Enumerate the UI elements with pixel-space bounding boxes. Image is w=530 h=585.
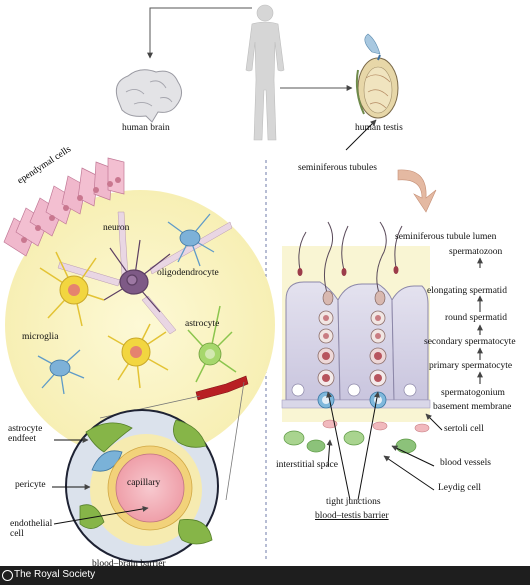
microglia-cell-1 xyxy=(39,251,105,327)
endothelial-cell-label: endothelial cell xyxy=(10,519,53,539)
astrocyte-green xyxy=(187,305,237,383)
tight-junctions-label: tight junctions xyxy=(326,497,381,507)
germ-cells-column-2 xyxy=(369,221,387,409)
astrocyte-blue-1 xyxy=(167,213,215,267)
germ-cells-column-1 xyxy=(317,221,335,409)
astrocyte-blue-2 xyxy=(37,349,85,395)
microglia-label: microglia xyxy=(22,332,59,342)
connector-arrows xyxy=(147,7,353,91)
secondary-spermatocyte-label: secondary spermatocyte xyxy=(424,337,516,347)
brain-icon xyxy=(115,69,182,123)
neuron-label: neuron xyxy=(103,223,130,233)
tubule-curved-arrow xyxy=(397,169,437,213)
primary-spermatocyte-label: primary spermatocyte xyxy=(429,361,513,371)
bbb-label: blood–brain barrier xyxy=(92,559,166,569)
capillary-label: capillary xyxy=(127,478,161,488)
basement-membrane-label: basement membrane xyxy=(433,402,512,412)
myelinated-axons xyxy=(57,211,233,335)
sertoli-cells xyxy=(285,281,429,401)
round-spermatid-label: round spermatid xyxy=(445,313,508,323)
spermatogonium-label: spermatogonium xyxy=(441,388,505,398)
sertoli-cell-label: sertoli cell xyxy=(444,424,484,434)
microglia-cell-2 xyxy=(107,323,169,389)
leydig-cell-label: Leydig cell xyxy=(438,483,481,493)
testis-label: human testis xyxy=(355,123,403,133)
oligodendrocyte-cell xyxy=(103,239,171,313)
tubules-label: seminiferous tubules xyxy=(298,163,377,173)
lumen-label: seminiferous tubule lumen xyxy=(395,232,497,242)
human-figure xyxy=(245,4,285,141)
capillary-cross-section xyxy=(65,409,219,563)
testis-label-arrows xyxy=(326,119,443,501)
basement-membrane-band xyxy=(281,399,431,409)
credit-bar xyxy=(0,566,530,585)
sertoli-nuclei xyxy=(291,383,417,397)
testis-icon xyxy=(355,33,399,119)
astrocyte-label: astrocyte xyxy=(185,319,220,329)
brain-label-arrows xyxy=(52,437,149,525)
brain-blood-vessel xyxy=(195,375,249,401)
interstitial-cells xyxy=(283,419,430,454)
oligodendrocyte-label: oligodendrocyte xyxy=(157,268,219,278)
spermatozoa xyxy=(297,225,403,276)
ependymal-cells xyxy=(3,157,125,257)
blood-vessels-label: blood vessels xyxy=(440,458,491,468)
interstitial-space-label: interstitial space xyxy=(276,460,338,470)
btb-label: blood–testis barrier xyxy=(315,511,389,521)
astrocyte-endfeet-label: astrocyte endfeet xyxy=(8,424,43,444)
credit-text: The Royal Society xyxy=(14,569,96,580)
brain-label: human brain xyxy=(122,123,170,133)
elongating-spermatid-label: elongating spermatid xyxy=(427,286,507,296)
pericyte-label: pericyte xyxy=(15,480,46,490)
spermatozoon-label: spermatozoon xyxy=(449,247,503,257)
royal-society-logo-icon xyxy=(2,570,13,581)
